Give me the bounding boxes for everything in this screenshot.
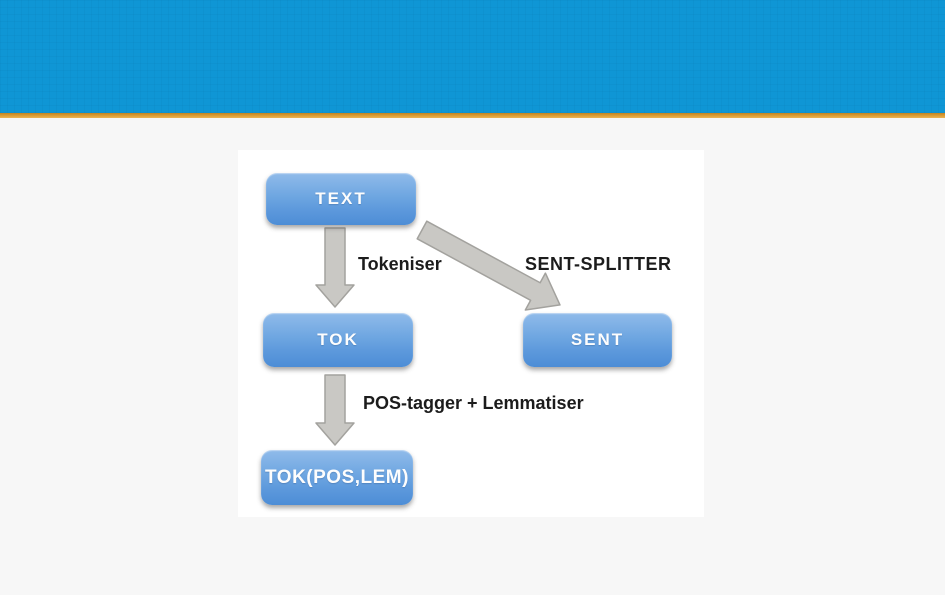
node-sent: SENT — [523, 313, 672, 367]
arrow-text-to-tok — [315, 227, 355, 308]
node-text: TEXT — [266, 173, 416, 225]
arrow-text-to-sent — [416, 220, 561, 311]
node-tok-pos-lem: TOK(POS,LEM) — [261, 450, 413, 505]
header-band — [0, 0, 945, 113]
edge-label-sent-splitter: SENT-SPLITTER — [525, 254, 672, 274]
diagram-canvas: TEXT TOK SENT TOK(POS,LEM) Tokeniser SEN… — [238, 150, 704, 517]
node-tok: TOK — [263, 313, 413, 367]
arrows-layer — [315, 220, 561, 446]
accent-line — [0, 113, 945, 118]
edge-label-tokeniser: Tokeniser — [358, 254, 442, 274]
arrow-tok-to-tokposlem — [315, 374, 355, 446]
edge-label-pos-tagger-lemmatiser: POS-tagger + Lemmatiser — [363, 393, 584, 413]
